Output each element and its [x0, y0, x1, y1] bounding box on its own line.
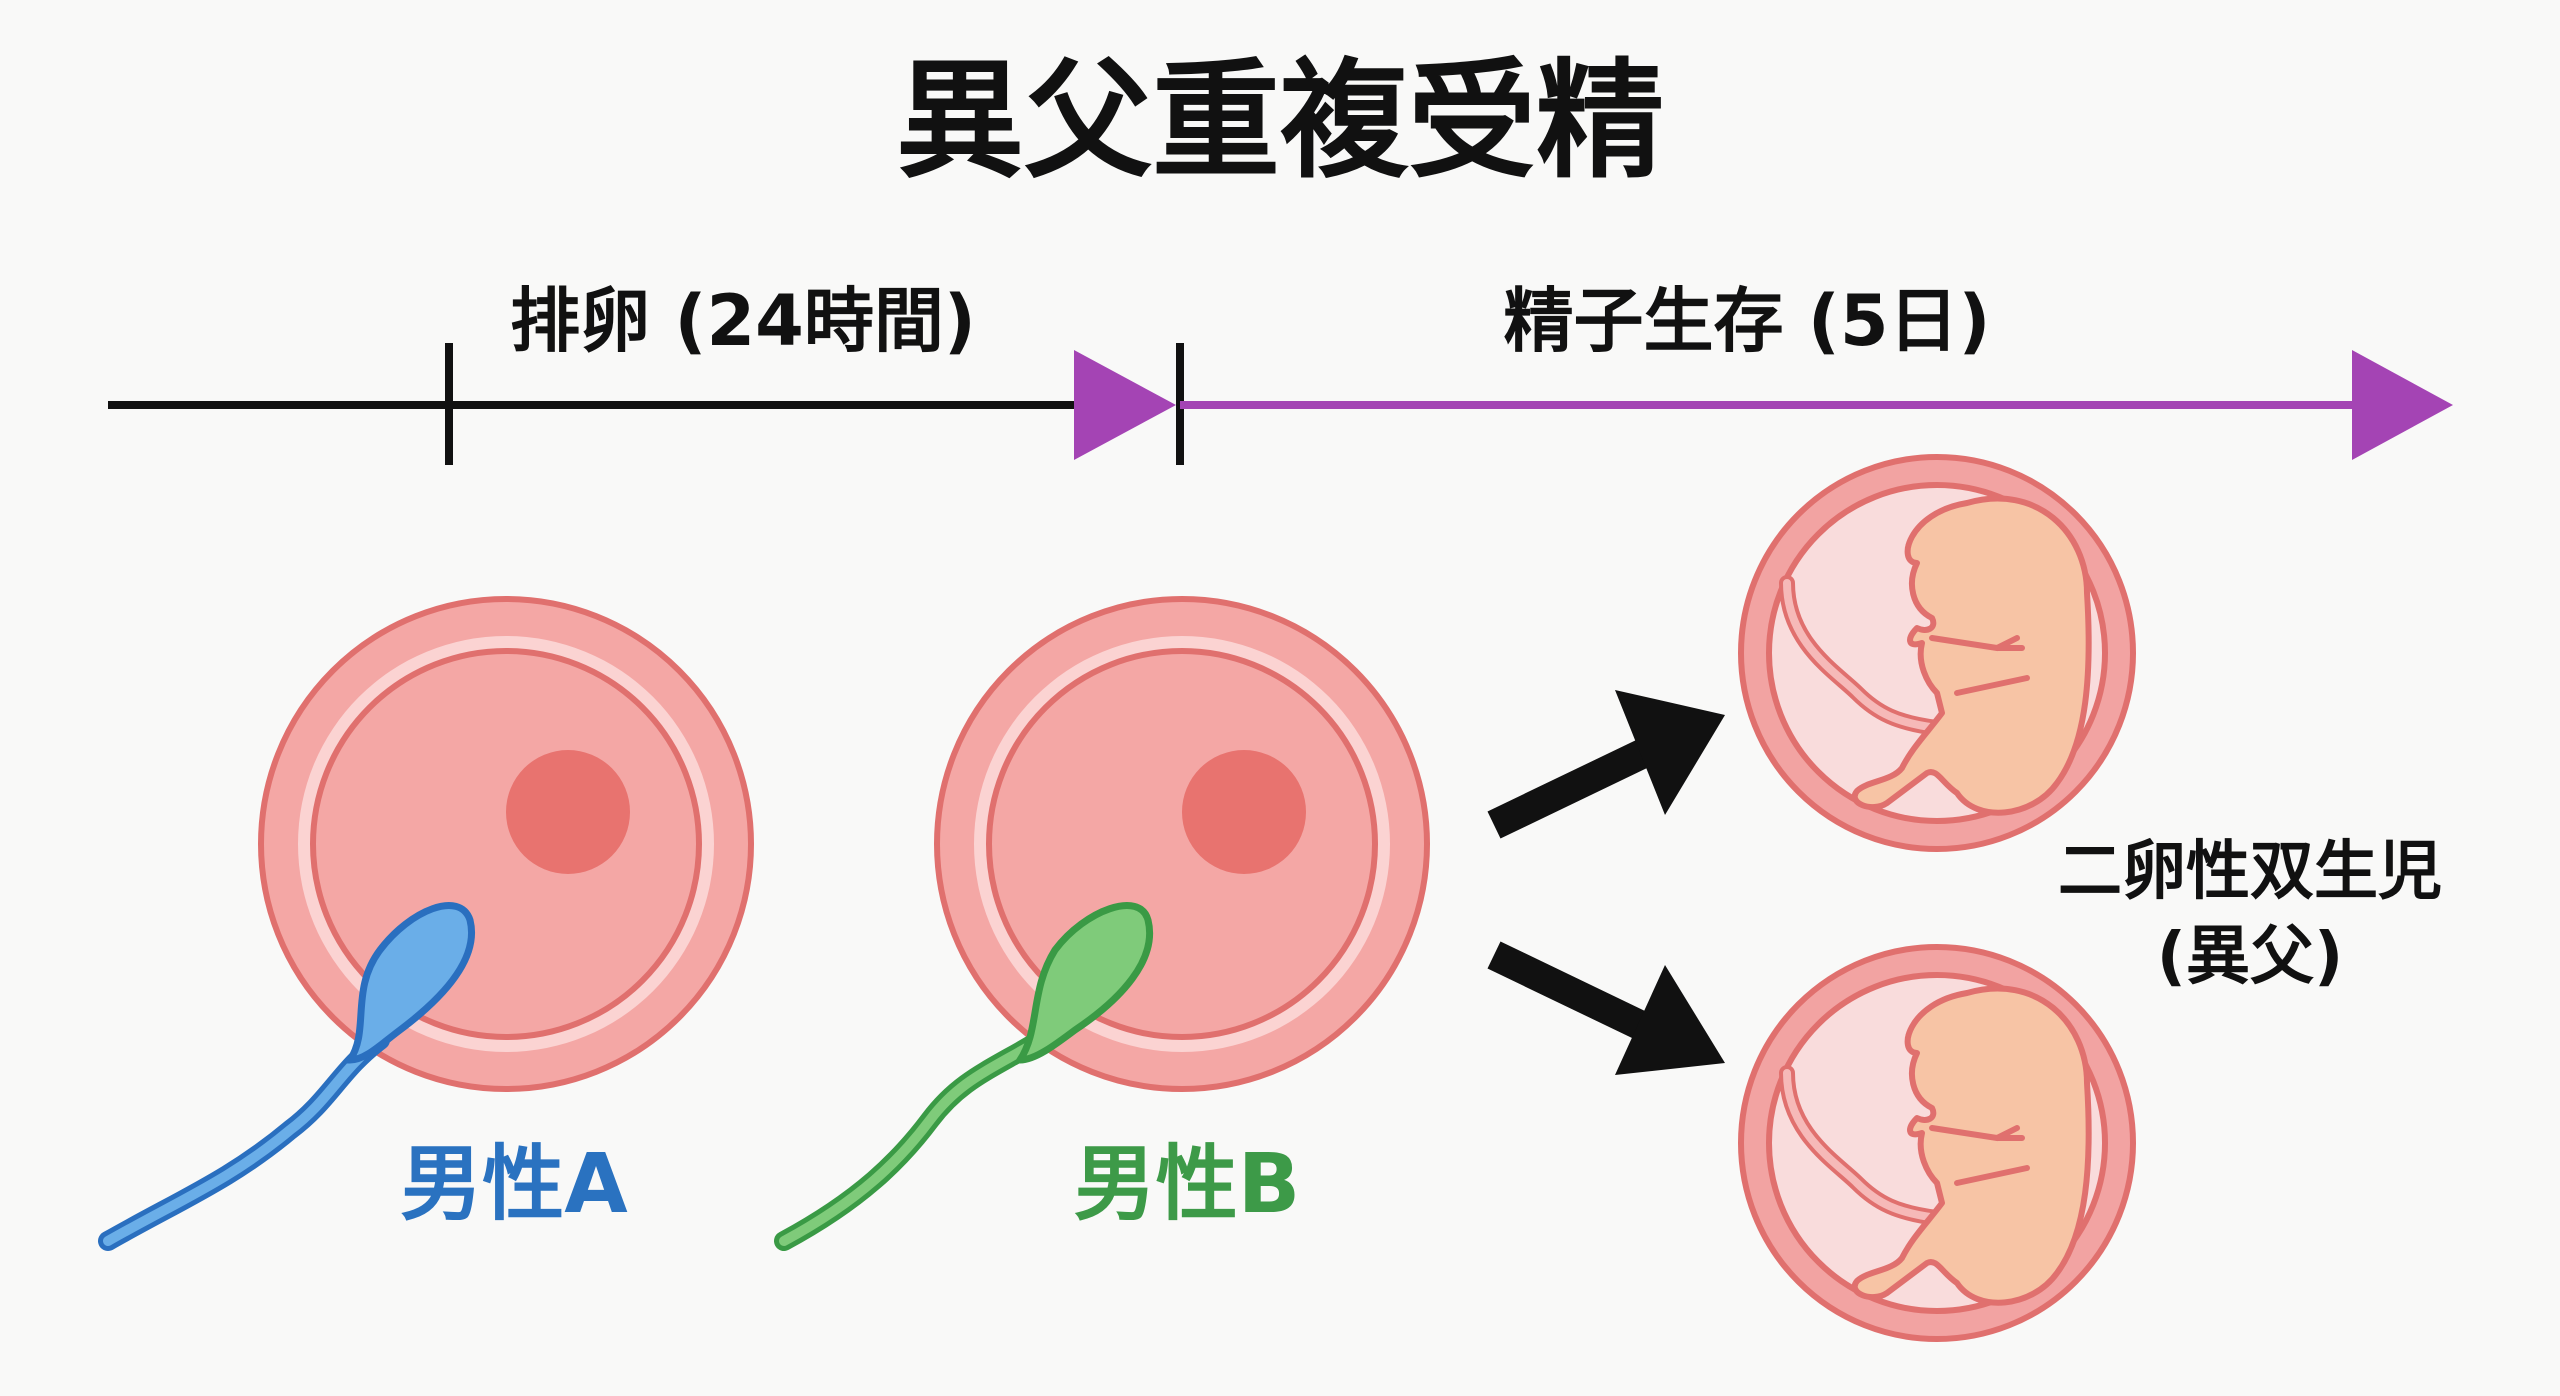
- sperm-a: [98, 902, 475, 1251]
- page-title: 異父重複受精: [896, 47, 1664, 196]
- fetus-1: [1741, 457, 2133, 849]
- arrow-down-right: [1487, 941, 1725, 1075]
- sperm-survival-label: 精子生存 (5日): [1503, 280, 1990, 362]
- sperm-b: [774, 902, 1153, 1251]
- arrow-up-right: [1487, 690, 1725, 839]
- result-sublabel: (異父): [2157, 920, 2344, 994]
- ovulation-arrowhead: [1074, 350, 1176, 460]
- sperm-survival-arrowhead: [2352, 350, 2453, 460]
- nucleus: [506, 750, 630, 874]
- result-label: 二卵性双生児: [2058, 835, 2442, 909]
- man-b-label: 男性B: [1074, 1137, 1301, 1232]
- egg-a: 男性A: [98, 596, 754, 1251]
- ovulation-label: 排卵 (24時間): [510, 280, 976, 362]
- man-a-label: 男性A: [400, 1137, 628, 1232]
- egg-b: 男性B: [774, 596, 1430, 1251]
- timeline: 排卵 (24時間) 精子生存 (5日): [108, 280, 2453, 465]
- fetus-2: [1741, 947, 2133, 1339]
- nucleus: [1182, 750, 1306, 874]
